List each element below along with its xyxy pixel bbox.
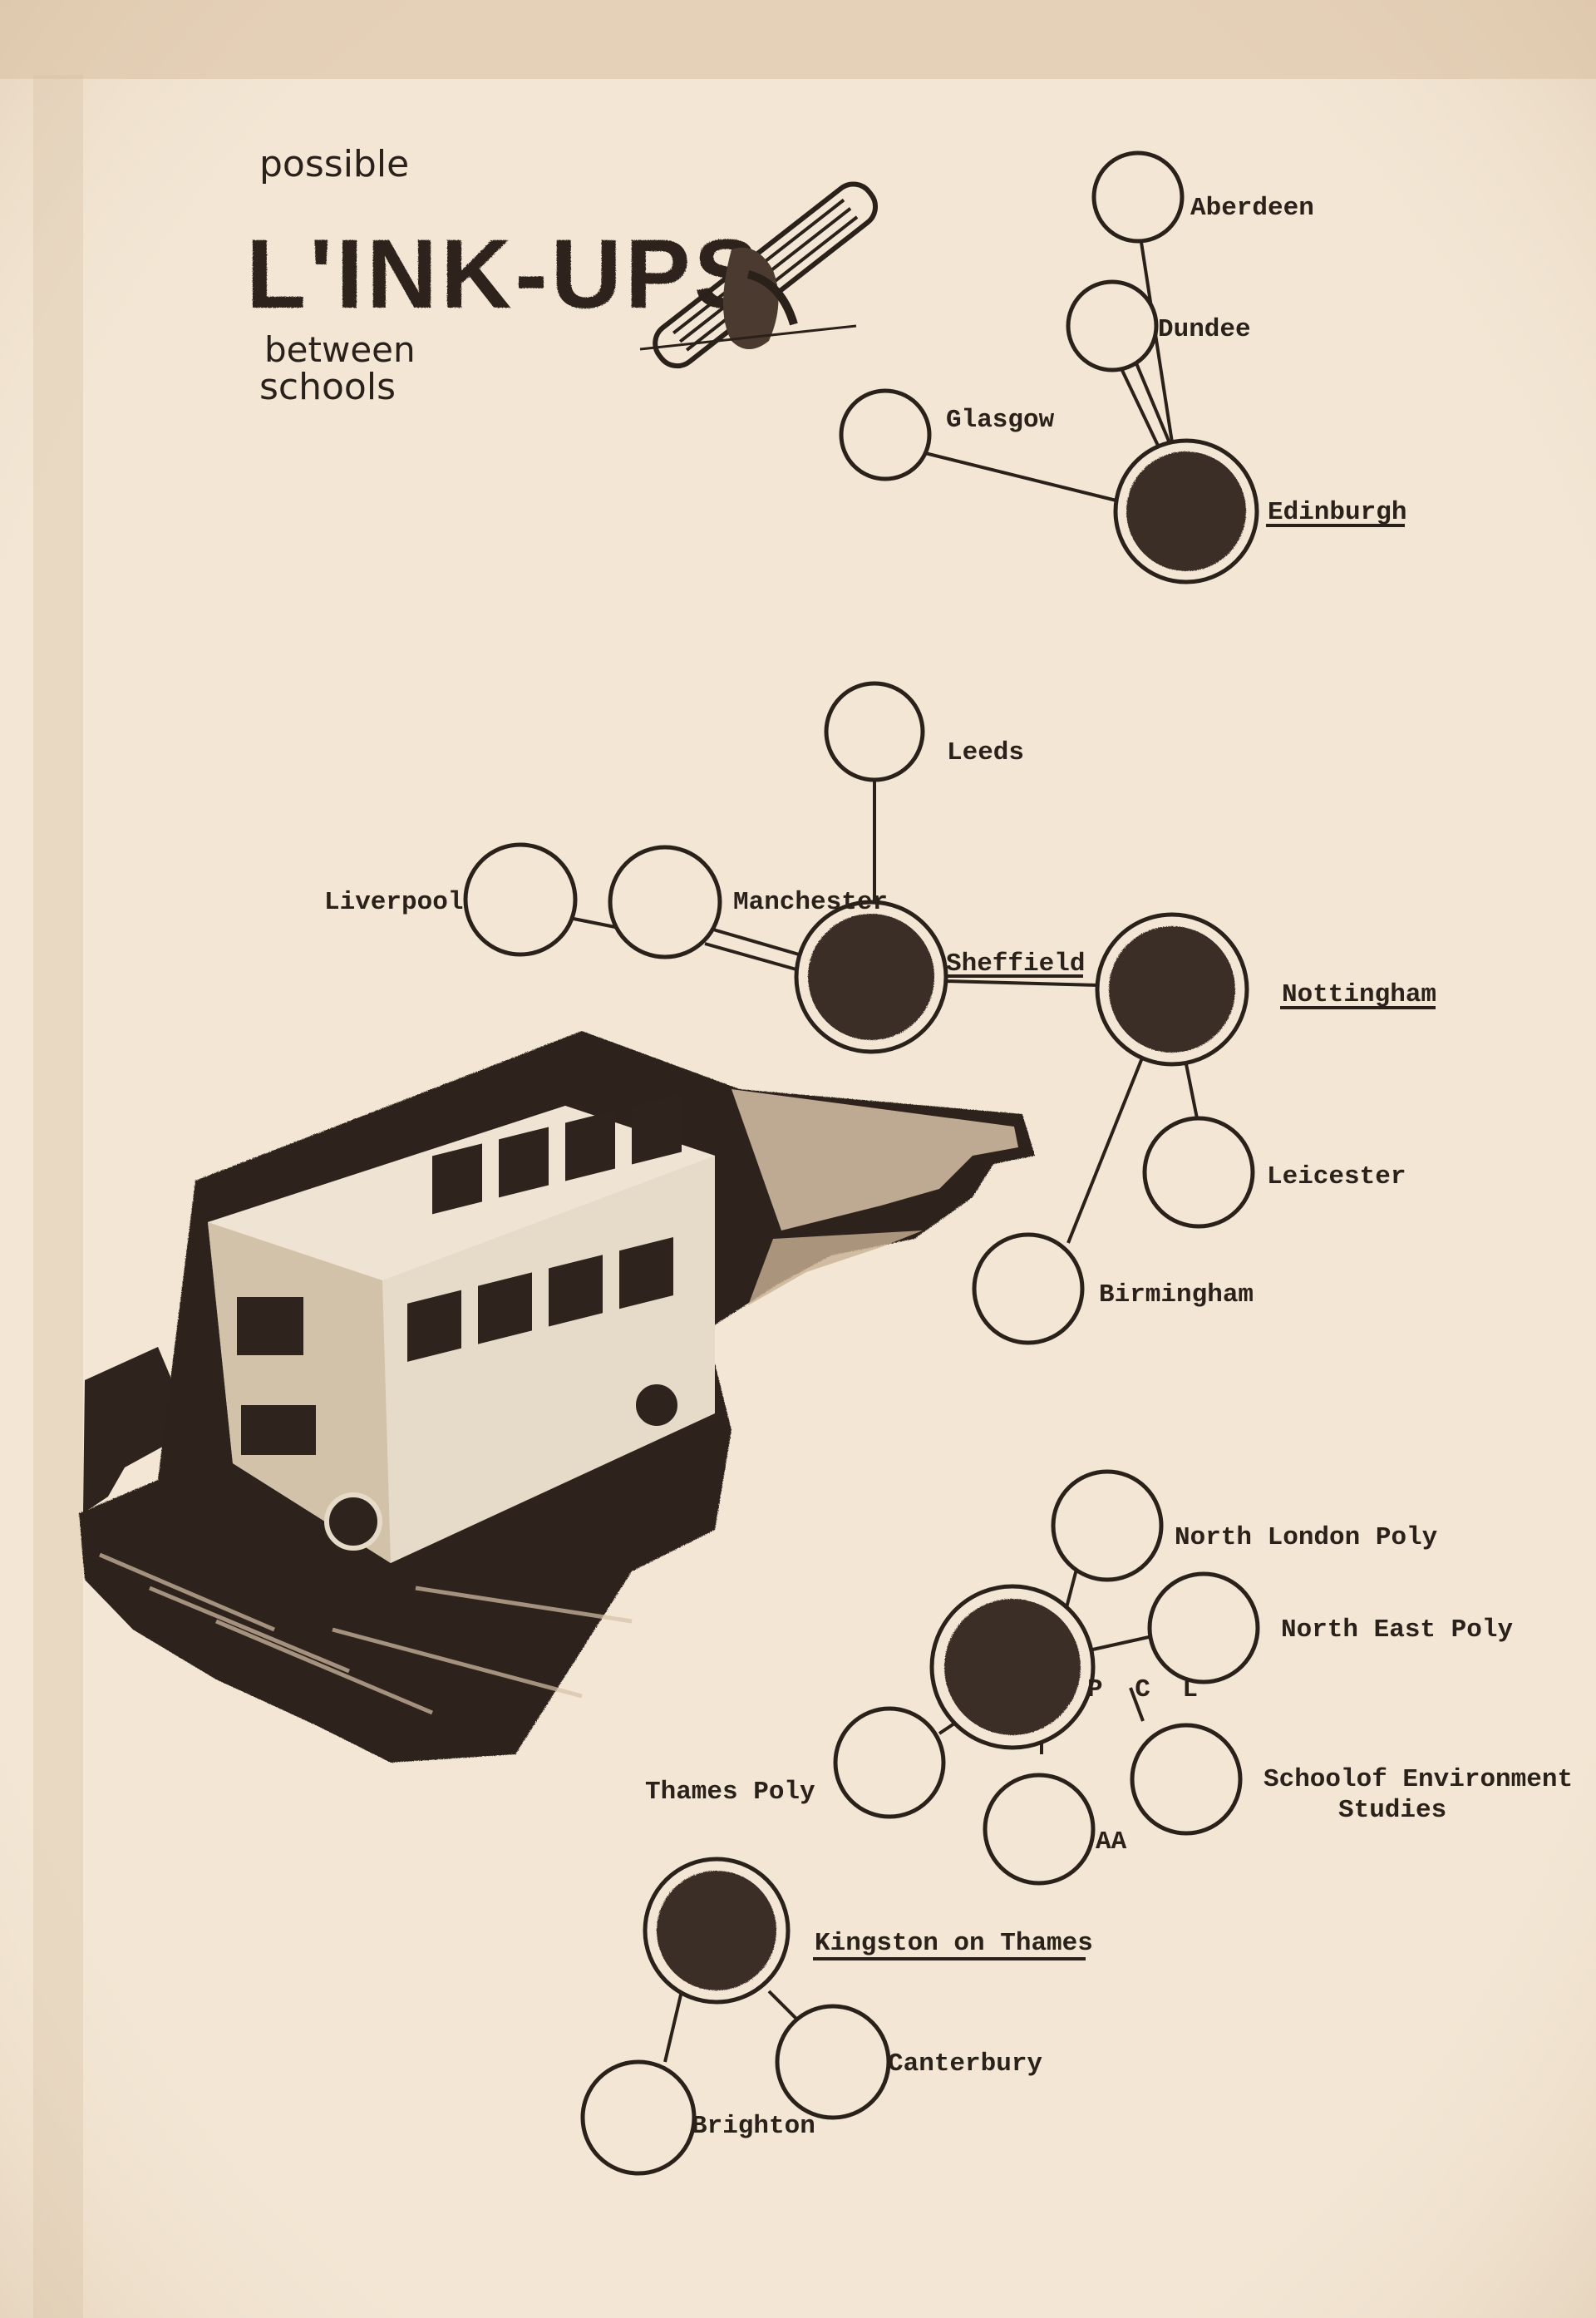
brighton-node (580, 2059, 697, 2176)
sheffield-hub (808, 914, 934, 1040)
environment-studies-node (1130, 1723, 1243, 1836)
label-leeds: Leeds (947, 738, 1024, 767)
link-nottingham-leicester (1183, 1055, 1199, 1119)
dundee-node (1066, 279, 1159, 372)
canterbury-node (775, 2004, 891, 2120)
link-dundee-edinburgh-a (1116, 361, 1161, 450)
top-stain (0, 0, 1596, 79)
label-edinburgh: Edinburgh (1268, 498, 1406, 527)
label-brighton: Brighton (692, 2112, 815, 2141)
handwritten-between: between (264, 329, 416, 370)
header: possible L'INK-UPS between schools (246, 143, 879, 408)
label-aberdeen: Aberdeen (1190, 194, 1314, 223)
label-north-east-poly: North East Poly (1281, 1615, 1513, 1645)
link-sheffield-nottingham (944, 979, 1100, 987)
leeds-node (824, 681, 925, 782)
left-edge-shadow (33, 75, 83, 2318)
edinburgh-hub (1126, 451, 1246, 571)
label-north-london-poly: North London Poly (1175, 1523, 1438, 1552)
kingston-hub (657, 1871, 776, 1990)
thames-poly-node (833, 1706, 946, 1819)
north-cluster: Leeds Liverpool Manchester Sheffield Not… (324, 681, 1436, 1345)
nottingham-hub (1109, 926, 1235, 1053)
label-manchester: Manchester (733, 888, 888, 917)
label-thames-poly: Thames Poly (645, 1778, 815, 1807)
label-pcl: P C L (1087, 1675, 1206, 1704)
label-liverpool: Liverpool (324, 888, 463, 917)
north-east-poly-node (1147, 1571, 1260, 1684)
double-decker-bus-on-hand-collage (79, 1031, 1035, 1763)
link-dundee-edinburgh-b (1130, 353, 1174, 450)
leicester-node (1142, 1116, 1255, 1229)
aa-node (983, 1773, 1096, 1886)
link-glasgow-edinburgh (924, 451, 1117, 502)
north-london-poly-node (1051, 1469, 1164, 1582)
label-environment-line2: Studies (1338, 1796, 1446, 1825)
link-liverpool-manchester (573, 917, 616, 929)
label-sheffield: Sheffield (946, 949, 1085, 979)
label-birmingham: Birmingham (1099, 1280, 1254, 1309)
manchester-node (608, 845, 722, 959)
link-kingston-brighton (663, 1990, 683, 2063)
label-leicester: Leicester (1267, 1162, 1406, 1191)
scotland-cluster: Aberdeen Dundee Glasgow Edinburgh (839, 150, 1406, 584)
birmingham-node (972, 1232, 1085, 1345)
link-hub-environment (1129, 1687, 1145, 1722)
label-canterbury: Canterbury (888, 2049, 1042, 2079)
south-cluster: Kingston on Thames Canterbury Brighton (580, 1857, 1093, 2176)
link-ups-stamp: L'INK-UPS (246, 219, 762, 329)
liverpool-node (463, 842, 578, 957)
glasgow-node (839, 388, 932, 481)
london-cluster: North London Poly North East Poly P C L … (645, 1469, 1573, 1886)
link-manchester-sheffield-a (712, 928, 805, 958)
link-kingston-canterbury (767, 1990, 800, 2022)
label-glasgow: Glasgow (946, 406, 1055, 435)
label-kingston: Kingston on Thames (815, 1929, 1093, 1958)
label-environment-line1: Schoolof Environment (1264, 1765, 1573, 1794)
label-aa: AA (1096, 1827, 1127, 1857)
link-manchester-sheffield-b (704, 942, 803, 973)
handwritten-schools: schools (259, 366, 396, 408)
handwritten-possible: possible (259, 143, 409, 185)
label-dundee: Dundee (1158, 315, 1251, 344)
pcl-hub (944, 1599, 1081, 1735)
link-nottingham-birmingham (1066, 1055, 1145, 1244)
flying-figure-with-rail-icon (639, 181, 879, 369)
label-nottingham: Nottingham (1282, 980, 1436, 1009)
aberdeen-node (1091, 150, 1185, 244)
link-aberdeen-edinburgh (1139, 236, 1175, 454)
